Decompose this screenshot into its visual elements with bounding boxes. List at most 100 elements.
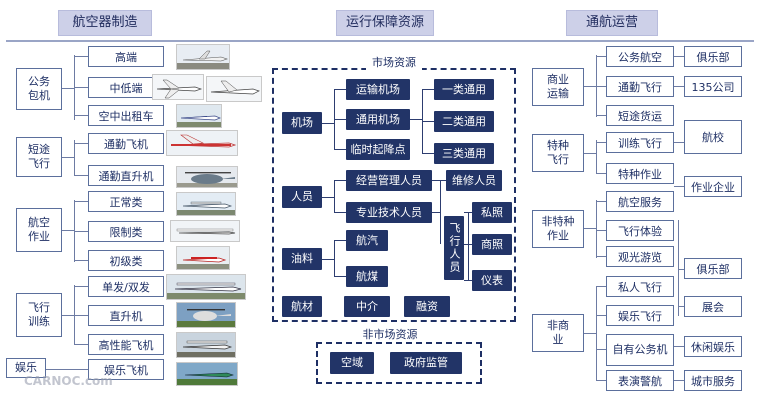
connector-line — [410, 119, 422, 120]
instrument-license: 仪表 — [472, 270, 512, 291]
connector-line — [596, 349, 606, 350]
item-primary-class: 初级类 — [88, 250, 164, 271]
connector-line — [74, 231, 88, 232]
connector-line — [674, 142, 684, 143]
tag-club: 俱乐部 — [684, 46, 742, 67]
aircraft-photo — [176, 44, 230, 70]
general-class-3: 三类通用 — [434, 143, 494, 164]
personnel-box: 人员 — [282, 186, 322, 208]
connector-line — [46, 369, 88, 370]
category-short-haul: 短途 飞行 — [16, 137, 62, 177]
bracket-line — [596, 200, 597, 258]
bracket-line — [596, 286, 597, 380]
broker-box: 中介 — [344, 296, 390, 317]
bracket-line — [62, 230, 74, 231]
non-market-resources-region — [316, 342, 482, 384]
item-helicopter: 直升机 — [88, 305, 164, 326]
aircraft-photo — [206, 76, 262, 102]
bracket-line — [62, 315, 74, 316]
connector-line — [334, 119, 346, 120]
item-mid-low-end: 中低端 — [88, 77, 164, 98]
aircraft-photo — [176, 104, 222, 128]
item-commuter-helicopter: 通勤直升机 — [88, 165, 164, 186]
general-class-1: 一类通用 — [434, 79, 494, 100]
maintenance-personnel: 维修人员 — [446, 170, 502, 191]
header-aircraft-manufacturing: 航空器制造 — [58, 10, 152, 36]
private-license: 私照 — [472, 202, 512, 223]
item-special-work: 特种作业 — [606, 163, 674, 184]
connector-line — [596, 142, 606, 143]
jet-fuel: 航煤 — [346, 266, 388, 287]
category-flight-training: 飞行 训练 — [16, 293, 62, 337]
connector-line — [596, 286, 606, 287]
aircraft-photo — [166, 130, 238, 156]
item-performance-patrol: 表演警航 — [606, 370, 674, 391]
financing-box: 融资 — [404, 296, 450, 317]
aircraft-photo — [176, 192, 236, 216]
aircraft-photo — [176, 302, 236, 328]
connector-line — [596, 173, 606, 174]
category-non-commercial: 非商 业 — [532, 314, 584, 352]
connector-line — [674, 346, 684, 347]
connector-line — [334, 240, 346, 241]
item-private-flight: 私人飞行 — [606, 276, 674, 297]
category-aerial-work: 航空 作业 — [16, 208, 62, 252]
category-commercial-transport: 商业 运输 — [532, 68, 584, 106]
tag-club-2: 俱乐部 — [684, 258, 742, 279]
tag-flight-school: 航校 — [684, 120, 742, 154]
bracket-line — [584, 228, 596, 229]
connector-line — [596, 315, 606, 316]
item-training-flight: 训练飞行 — [606, 132, 674, 153]
item-owned-business-jet: 自有公务机 — [606, 334, 674, 366]
connector-line — [74, 344, 88, 345]
commercial-license: 商照 — [472, 234, 512, 255]
connector-line — [678, 306, 684, 307]
item-commuter-plane: 通勤飞机 — [88, 133, 164, 154]
connector-line — [74, 315, 88, 316]
category-business-charter: 公务 包机 — [16, 68, 62, 110]
management-personnel: 经营管理人员 — [346, 170, 432, 191]
connector-line — [422, 153, 434, 154]
bracket-line — [74, 140, 75, 176]
transport-airport: 运输机场 — [346, 79, 410, 100]
connector-line — [674, 186, 684, 187]
aviation-materials-box: 航材 — [282, 296, 322, 317]
government-regulation-box: 政府监管 — [390, 352, 462, 374]
aviation-gasoline: 航汽 — [346, 230, 388, 251]
connector-line — [464, 280, 472, 281]
temporary-landing-point: 临时起降点 — [346, 139, 410, 160]
item-high-end: 高端 — [88, 46, 164, 67]
bracket-line — [584, 86, 596, 87]
item-recreational-flight: 娱乐飞行 — [606, 305, 674, 326]
connector-line — [74, 286, 88, 287]
item-restricted-class: 限制类 — [88, 221, 164, 242]
top-divider — [6, 40, 754, 42]
connector-line — [322, 123, 334, 124]
item-entertainment-plane: 娱乐飞机 — [88, 359, 164, 380]
connector-line — [74, 87, 88, 88]
connector-line — [596, 256, 606, 257]
bracket-line — [62, 88, 74, 89]
header-operation-support: 运行保障资源 — [336, 10, 434, 36]
connector-line — [596, 56, 606, 57]
connector-line — [596, 201, 606, 202]
header-general-aviation-operation: 通航运营 — [566, 10, 658, 36]
general-airport: 通用机场 — [346, 109, 410, 130]
aircraft-photo — [176, 332, 236, 358]
connector-line — [440, 180, 441, 244]
bracket-line — [584, 333, 596, 334]
connector-line — [596, 230, 606, 231]
connector-line — [334, 180, 335, 212]
connector-line — [334, 240, 335, 276]
category-non-special-work: 非特种 作业 — [532, 210, 584, 248]
general-class-2: 二类通用 — [434, 111, 494, 132]
connector-line — [322, 259, 334, 260]
connector-line — [74, 175, 88, 176]
aircraft-photo — [176, 166, 238, 188]
aircraft-photo — [176, 246, 230, 270]
item-short-cargo: 短途货运 — [606, 105, 674, 126]
connector-line — [678, 220, 679, 316]
aircraft-photo — [170, 220, 240, 242]
market-resources-label: 市场资源 — [366, 54, 422, 70]
tag-operating-enterprise: 作业企业 — [684, 176, 742, 197]
